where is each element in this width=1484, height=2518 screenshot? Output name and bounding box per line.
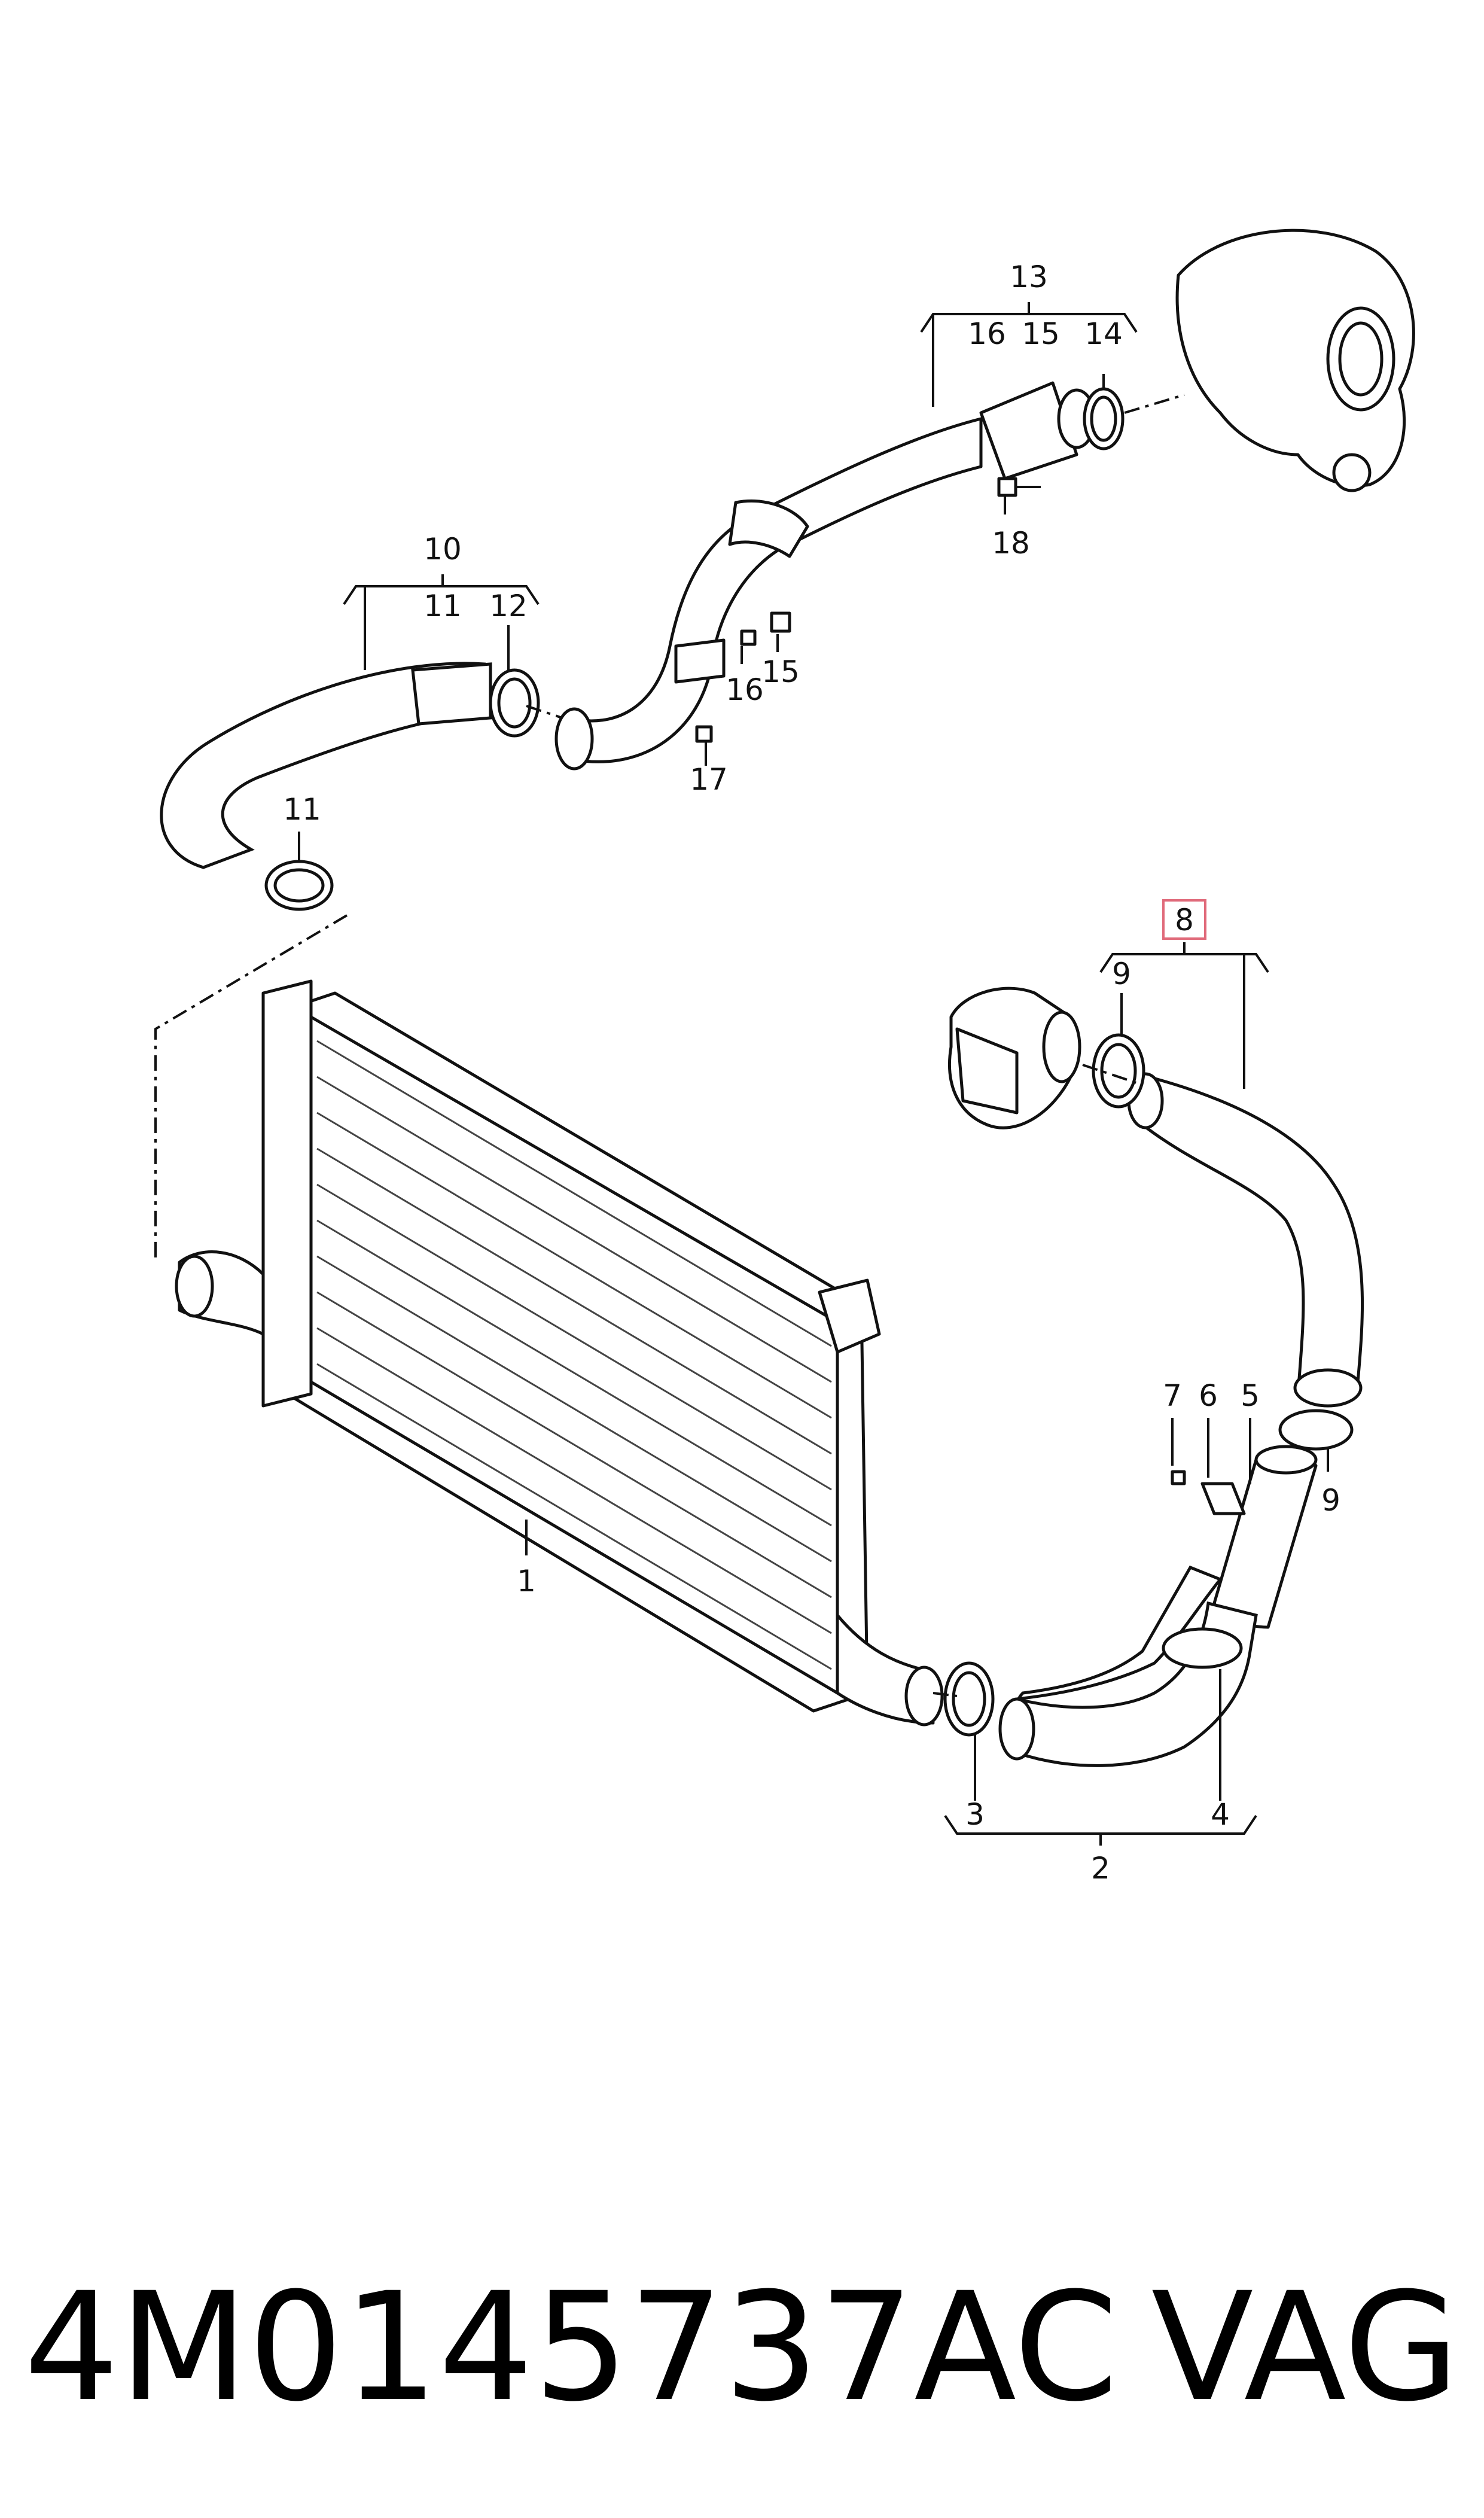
callout-15-upper: 15 [1022,316,1060,351]
hose-clamp-4 [1162,1627,1243,1669]
callout-11-upper: 11 [423,589,462,623]
callout-15-lower: 15 [761,654,800,689]
callout-10: 10 [423,532,462,567]
hose-clamp-3 [943,1661,995,1737]
callout-6: 6 [1199,1378,1218,1413]
connection-lines [154,394,1185,1697]
callout-12: 12 [489,589,528,623]
callout-17: 17 [690,762,728,797]
callout-1: 1 [517,1564,536,1599]
callout-numbers: 13 16 15 14 18 10 11 12 15 16 17 11 8 9 … [283,260,1340,1886]
intercooler-fins [316,1040,832,1670]
callout-8: 8 [1175,903,1194,937]
intercooler [175,979,944,1727]
hose-clamp-11-lower [264,860,334,911]
bracket-15-16-17 [674,611,791,743]
callout-9-upper: 9 [1112,957,1131,991]
hose-clamp-12 [489,668,540,738]
callout-8-highlight-box [1162,899,1206,940]
hose-clamp-9-upper [1092,1033,1145,1109]
callout-3: 3 [965,1797,985,1832]
callout-13: 13 [1010,260,1048,294]
callout-18: 18 [992,526,1030,561]
callout-5: 5 [1241,1378,1260,1413]
hose-clamp-9-lower [1278,1409,1354,1451]
charge-air-pipe [554,381,1096,771]
callout-14: 14 [1084,316,1123,351]
callout-16-lower: 16 [726,672,764,707]
throttle-body [948,987,1081,1129]
callout-7: 7 [1163,1378,1182,1413]
leader-lines [298,302,1329,1846]
upper-left-hose [160,662,492,869]
brand-name: VAG [1151,2260,1459,2434]
footer: 4M0145737AC VAG [24,2260,1459,2434]
right-hose [1127,1072,1364,1408]
part-number: 4M0145737AC [24,2260,1118,2434]
callout-4: 4 [1211,1797,1230,1832]
callout-16-upper: 16 [968,316,1006,351]
bolt-18 [997,477,1041,497]
lower-pipe-with-sensor [1171,1445,1318,1629]
callout-11-lower: 11 [283,792,321,827]
callout-9-lower: 9 [1321,1483,1340,1518]
o-ring-14 [1083,387,1125,450]
turbocharger [1175,229,1415,492]
callout-2: 2 [1091,1851,1110,1886]
